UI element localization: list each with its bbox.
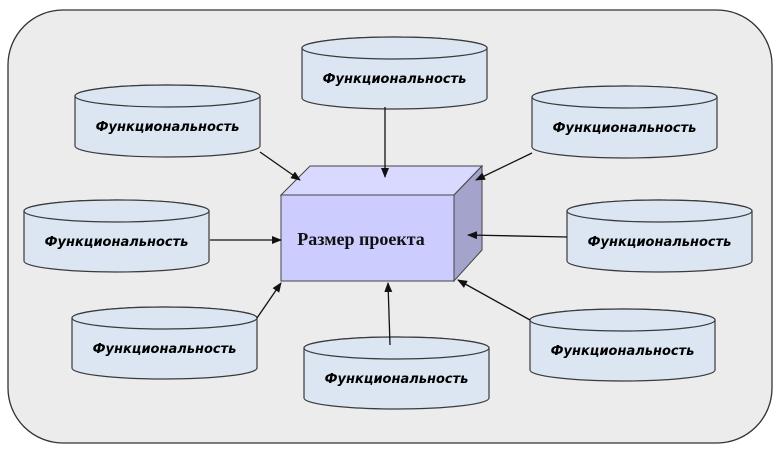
project-size-box: Размер проекта [279, 164, 484, 283]
cylinder-top [301, 36, 488, 60]
arrow-top-left [259, 151, 301, 181]
arrow-bottom-left [256, 282, 282, 319]
functionality-label: Функциональность [551, 344, 695, 359]
cylinder-top [23, 199, 210, 223]
functionality-cylinder: Функциональность [71, 306, 258, 380]
functionality-cylinder: Функциональность [23, 199, 210, 273]
functionality-cylinder: Функциональность [301, 36, 488, 110]
functionality-label: Функциональность [588, 235, 732, 250]
cylinder-top [531, 85, 718, 109]
cylinder-top [71, 306, 258, 330]
arrow-bottom-center [384, 282, 393, 346]
arrow-bottom-right [457, 279, 531, 321]
box-front-face [280, 194, 455, 282]
functionality-cylinder: Функциональность [531, 85, 718, 159]
functionality-label: Функциональность [45, 235, 189, 250]
cylinder-top [529, 308, 716, 332]
cylinder-top [74, 84, 261, 108]
functionality-label: Функциональность [96, 120, 240, 135]
functionality-label: Функциональность [553, 121, 697, 136]
functionality-cylinder: Функциональность [74, 84, 261, 158]
box-top-face [279, 165, 484, 196]
arrow-top-right [475, 152, 533, 181]
functionality-label: Функциональность [93, 342, 237, 357]
cylinder-top [566, 199, 753, 223]
functionality-cylinder: Функциональность [303, 336, 490, 410]
arrows [210, 107, 568, 346]
functionality-cylinder: Функциональность [529, 308, 716, 382]
functionality-label: Функциональность [325, 372, 469, 387]
center-label: Размер проекта [297, 229, 425, 249]
functionality-label: Функциональность [323, 72, 467, 87]
functionality-cylinder: Функциональность [566, 199, 753, 273]
arrow-mid-right [467, 231, 568, 240]
cylinder-top [303, 336, 490, 360]
